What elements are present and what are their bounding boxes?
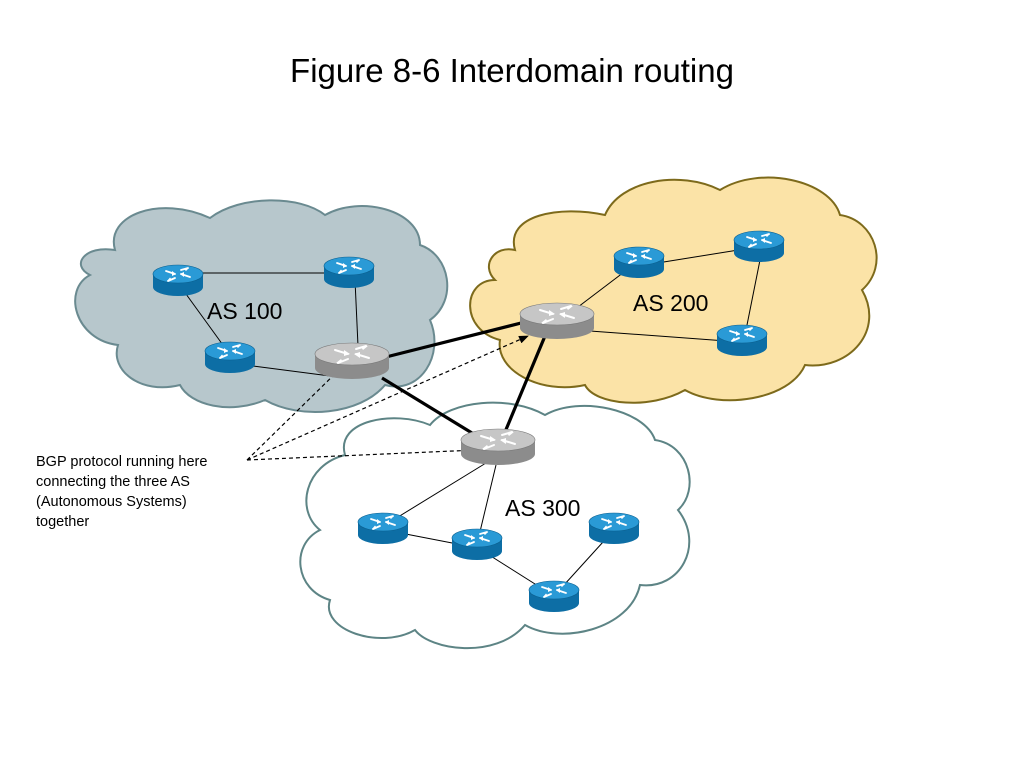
border-router-icon <box>519 302 595 340</box>
router-icon <box>528 580 580 613</box>
bgp-annotation: BGP protocol running here connecting the… <box>36 452 251 532</box>
border-router-icon <box>314 342 390 380</box>
router-icon <box>357 512 409 545</box>
as300-cloud <box>299 401 691 650</box>
as200-label: AS 200 <box>633 290 709 316</box>
as100-links <box>177 272 359 377</box>
router-icon <box>733 230 785 263</box>
annotation-arrows <box>246 335 529 461</box>
bgp-links <box>381 318 547 435</box>
router-icon <box>716 324 768 357</box>
router-icon <box>588 512 640 545</box>
router-icon <box>323 256 375 289</box>
router-icon <box>152 264 204 297</box>
router-icon <box>613 246 665 279</box>
router-icon <box>204 341 256 374</box>
as300-label: AS 300 <box>505 495 581 521</box>
annotation-line: (Autonomous Systems) <box>36 494 187 510</box>
annotation-line: BGP protocol running here <box>36 454 208 470</box>
page-title: Figure 8-6 Interdomain routing <box>290 52 734 89</box>
annotation-line: together <box>36 514 90 530</box>
as100-label: AS 100 <box>207 298 283 324</box>
annotation-line: connecting the three AS <box>36 474 190 490</box>
border-router-icon <box>460 428 536 466</box>
router-icon <box>451 528 503 561</box>
